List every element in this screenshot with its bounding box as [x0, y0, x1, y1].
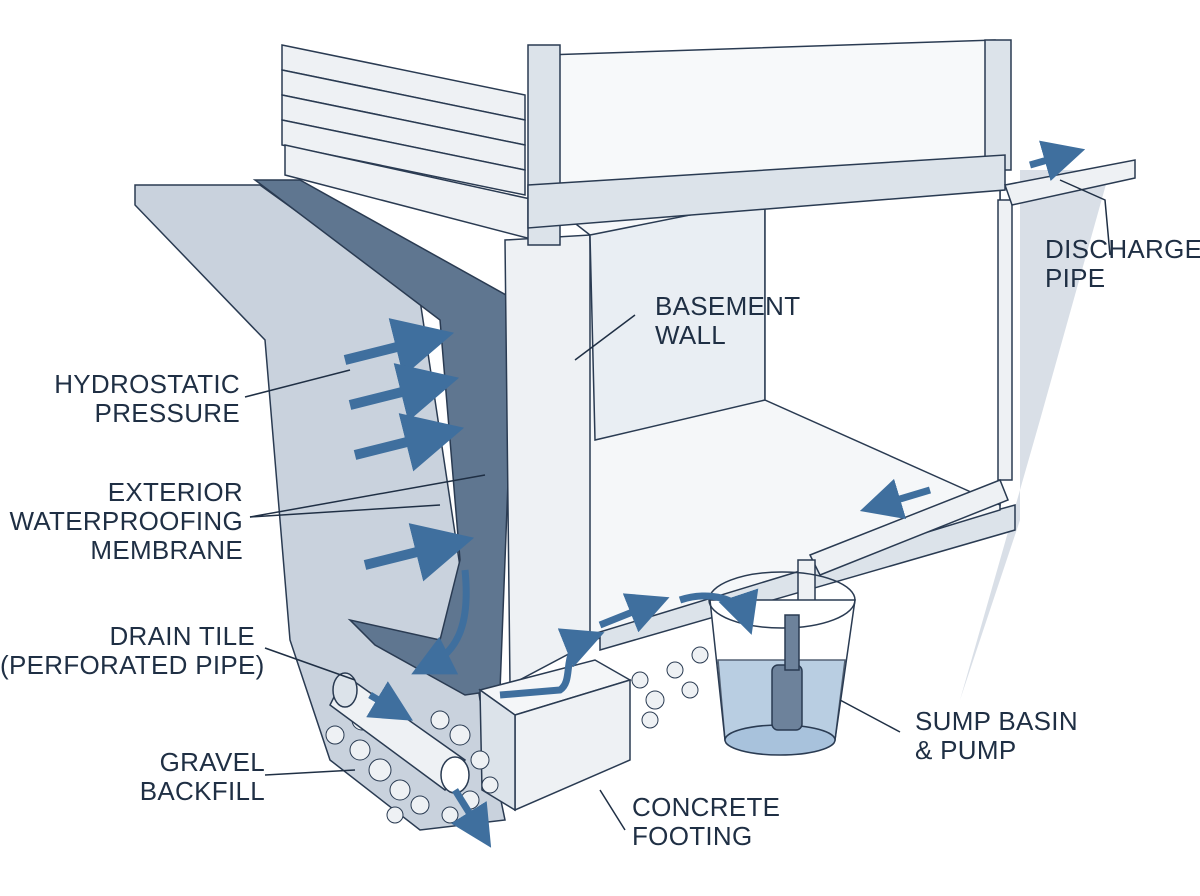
label-line: WATERPROOFING: [9, 506, 243, 536]
framing: [527, 39, 1012, 246]
siding: [281, 44, 526, 196]
label-line: MEMBRANE: [90, 535, 243, 565]
label-line: CONCRETE: [632, 792, 781, 822]
label-line: PRESSURE: [94, 398, 240, 428]
label-line: SUMP BASIN: [915, 706, 1078, 736]
concrete-footing: [478, 659, 632, 812]
label-line: PIPE: [1045, 263, 1106, 293]
label-line: BACKFILL: [139, 776, 265, 806]
hydrostatic-arrows: [343, 318, 475, 582]
label-line: DISCHARGE: [1045, 234, 1200, 264]
label-line: & PUMP: [915, 735, 1017, 765]
discharge-pipe-run: [797, 159, 1136, 621]
label-discharge-pipe: DISCHARGE PIPE: [1045, 235, 1200, 293]
label-basement-wall: BASEMENT WALL: [655, 292, 800, 350]
label-line: WALL: [655, 320, 727, 350]
label-line: (PERFORATED PIPE): [0, 650, 265, 680]
label-line: EXTERIOR: [107, 477, 243, 507]
label-hydrostatic-pressure: HYDROSTATIC PRESSURE: [0, 370, 240, 428]
label-sump-basin: SUMP BASIN & PUMP: [915, 707, 1078, 765]
flow-arrows: [366, 140, 1086, 848]
label-exterior-membrane: EXTERIOR WATERPROOFING MEMBRANE: [0, 478, 243, 565]
label-line: DRAIN TILE: [109, 621, 255, 651]
label-concrete-footing: CONCRETE FOOTING: [632, 793, 780, 851]
label-gravel-backfill: GRAVEL BACKFILL: [0, 748, 265, 806]
leader-lines: [244, 179, 1111, 831]
label-drain-tile: DRAIN TILE (PERFORATED PIPE): [0, 621, 265, 680]
sump-pump: [771, 614, 803, 731]
label-line: FOOTING: [632, 821, 753, 851]
soil-right: [960, 170, 1110, 700]
label-line: HYDROSTATIC: [54, 369, 240, 399]
drain-tile: [329, 672, 470, 794]
label-line: GRAVEL: [159, 747, 265, 777]
label-line: BASEMENT: [655, 291, 801, 321]
basement-wall: [504, 234, 596, 687]
